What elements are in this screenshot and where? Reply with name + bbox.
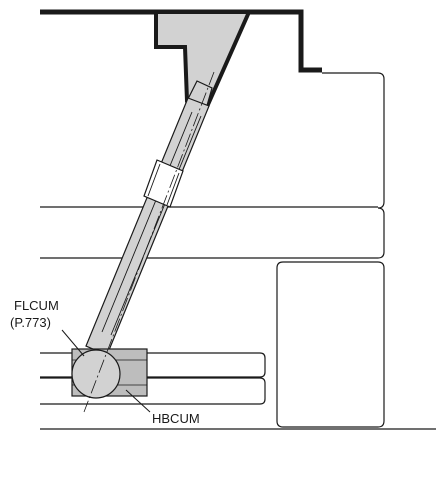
upper-block <box>322 72 385 209</box>
label-flcum: FLCUM <box>14 298 59 313</box>
middle-collar <box>143 159 184 208</box>
band-2 <box>40 207 385 259</box>
label-hbcum: HBCUM <box>152 411 200 426</box>
rail-lower <box>40 377 266 405</box>
flcum-ball <box>71 349 121 399</box>
rail-upper <box>40 352 266 378</box>
lower-block <box>276 261 385 428</box>
strut-rod <box>85 97 210 356</box>
frame-outline <box>40 72 436 430</box>
strut-inner-line-1 <box>101 111 193 333</box>
leader-hbcum <box>125 389 151 413</box>
leader-flcum <box>61 329 85 357</box>
center-line <box>83 71 215 413</box>
strut-inner-line-2 <box>110 115 202 336</box>
collar-line-2 <box>166 172 180 206</box>
label-flcum-ref: (P.773) <box>10 315 51 330</box>
collar-line-1 <box>147 163 161 197</box>
